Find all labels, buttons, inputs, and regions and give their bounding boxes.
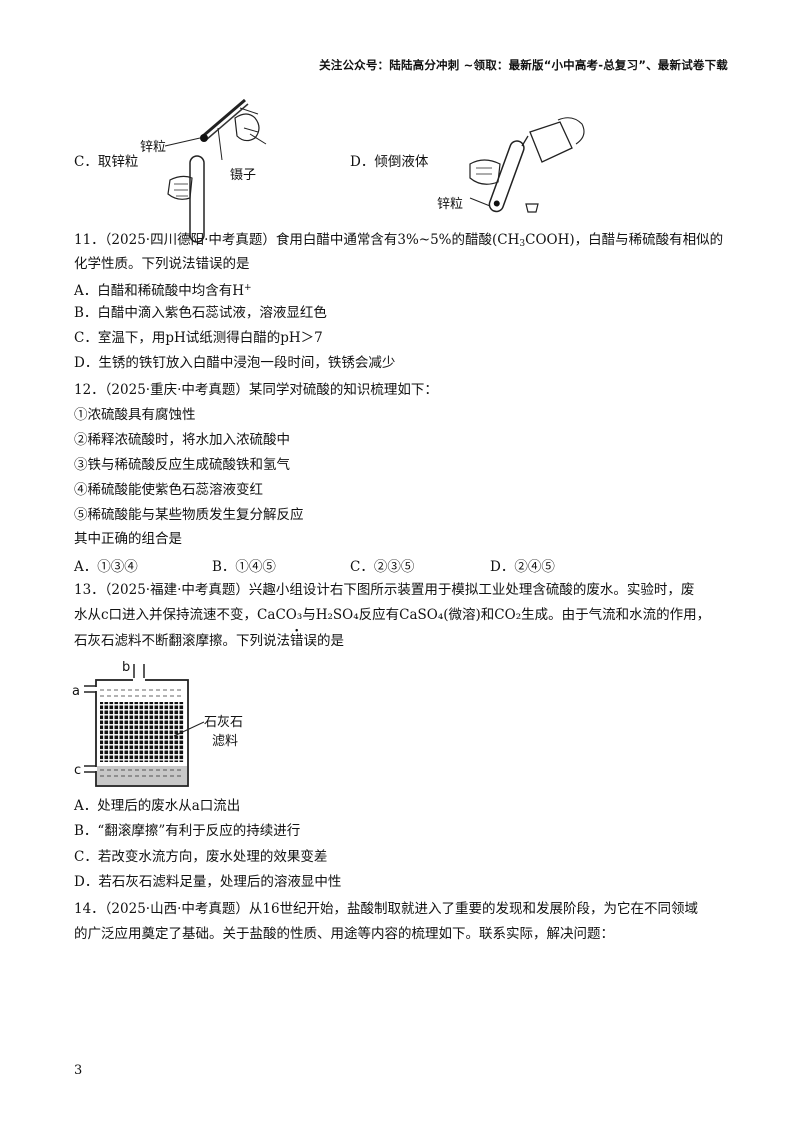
label-inlet-c: c bbox=[74, 763, 82, 778]
q12-item-1: ①浓硫酸具有腐蚀性 bbox=[74, 407, 196, 423]
q12-item-4: ④稀硫酸能使紫色石蕊溶液变红 bbox=[74, 482, 263, 498]
q12-prompt: 其中正确的组合是 bbox=[74, 531, 182, 547]
q11-stem-line1: 11．（2025·四川德阳·中考真题）食用白醋中通常含有3%~5%的醋酸(CH3… bbox=[74, 232, 724, 249]
q10-option-d: D．倾倒液体 bbox=[350, 154, 429, 170]
q13-stem-line3: 石灰石滤料不断翻滚摩擦。下列说法错误的是 bbox=[74, 632, 344, 650]
filter-apparatus-diagram bbox=[84, 664, 205, 787]
q13-option-d: D．若石灰石滤料足量，处理后的溶液显中性 bbox=[74, 874, 342, 890]
page-header: 关注公众号：陆陆高分冲刺 ~领取：最新版“小中高考-总复习”、最新试卷下载 bbox=[319, 58, 728, 72]
q12-stem: 12．（2025·重庆·中考真题）某同学对硫酸的知识梳理如下： bbox=[74, 382, 438, 398]
q12-option-d: D．②④⑤ bbox=[490, 559, 555, 575]
q13-option-c: C．若改变水流方向，废水处理的效果变差 bbox=[74, 849, 328, 865]
label-zinc-granule: 锌粒 bbox=[140, 140, 167, 155]
q12-option-c: C．②③⑤ bbox=[350, 559, 415, 575]
q12-item-5: ⑤稀硫酸能与某些物质发生复分解反应 bbox=[74, 507, 304, 523]
q12-item-3: ③铁与稀硫酸反应生成硫酸铁和氢气 bbox=[74, 457, 290, 473]
q13-option-a: A．处理后的废水从a口流出 bbox=[74, 798, 241, 814]
label-outlet-a: a bbox=[72, 684, 80, 699]
pour-liquid-illustration bbox=[469, 117, 585, 213]
q10-option-c: C．取锌粒 bbox=[74, 154, 139, 170]
page-number: 3 bbox=[74, 1063, 83, 1078]
q13-option-b: B．“翻滚摩擦”有利于反应的持续进行 bbox=[74, 823, 301, 839]
q12-option-a: A．①③④ bbox=[74, 559, 138, 575]
label-zinc-granule-2: 锌粒 bbox=[437, 197, 464, 212]
label-limestone-filter-line2: 滤料 bbox=[212, 734, 239, 749]
q11-option-a: A．白醋和稀硫酸中均含有H+ bbox=[74, 283, 252, 299]
label-tweezers: 镊子 bbox=[230, 168, 257, 183]
q11-option-d: D．生锈的铁钉放入白醋中浸泡一段时间，铁锈会减少 bbox=[74, 355, 396, 371]
q13-stem-line2: 水从c口进入并保持流速不变，CaCO₃与H₂SO₄反应有CaSO₄(微溶)和CO… bbox=[74, 607, 711, 623]
q12-option-b: B．①④⑤ bbox=[212, 559, 276, 575]
q11-option-b: B．白醋中滴入紫色石蕊试液，溶液显红色 bbox=[74, 305, 327, 321]
q11-option-c: C．室温下，用pH试纸测得白醋的pH＞7 bbox=[74, 330, 323, 346]
q12-item-2: ②稀释浓硫酸时，将水加入浓硫酸中 bbox=[74, 432, 290, 448]
label-outlet-b: b bbox=[122, 660, 131, 675]
q14-stem-line1: 14．（2025·山西·中考真题）从16世纪开始，盐酸制取就进入了重要的发现和发… bbox=[74, 901, 699, 917]
zinc-pick-illustration bbox=[164, 98, 267, 243]
q11-stem-line2: 化学性质。下列说法错误的是 bbox=[74, 256, 250, 272]
q14-stem-line2: 的广泛应用奠定了基础。关于盐酸的性质、用途等内容的梳理如下。联系实际，解决问题： bbox=[74, 926, 614, 942]
q13-stem-line1: 13．（2025·福建·中考真题）兴趣小组设计右下图所示装置用于模拟工业处理含硫… bbox=[74, 582, 695, 598]
label-limestone-filter-line1: 石灰石 bbox=[204, 715, 244, 730]
